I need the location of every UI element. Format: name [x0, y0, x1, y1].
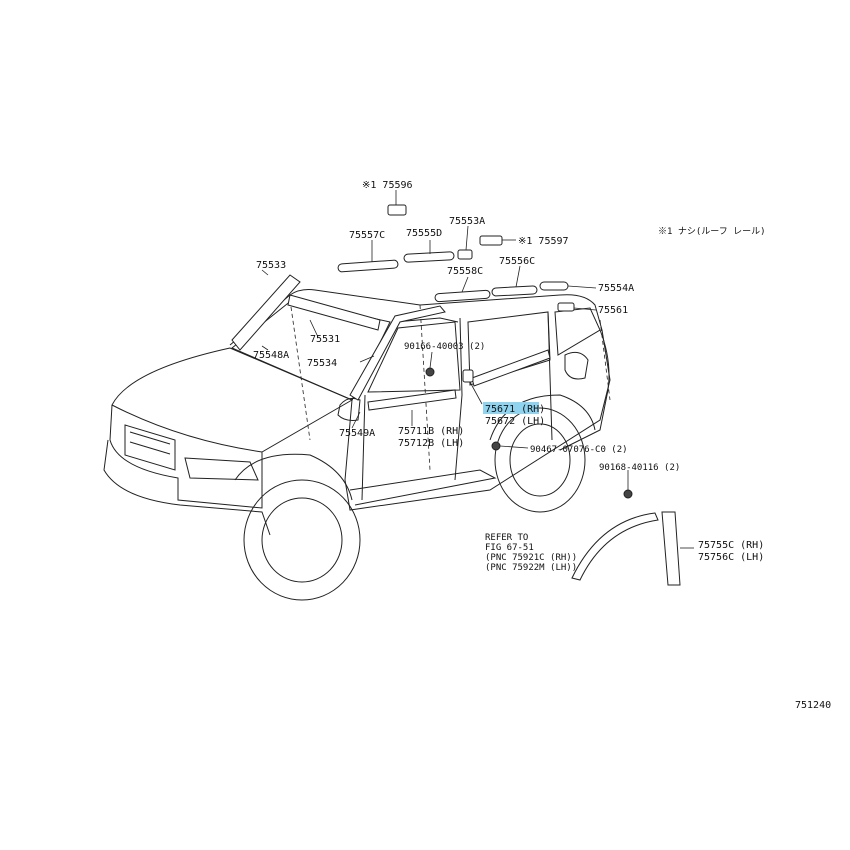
leader-lines: [261, 190, 694, 549]
label-75557C: 75557C: [349, 230, 385, 241]
front-wheel: [243, 479, 361, 601]
rear-wheel: [494, 407, 586, 513]
door-moldings: [367, 349, 633, 499]
label-75597: ※1 75597: [518, 236, 569, 247]
side-body: [344, 329, 611, 511]
refer-line-1: REFER TO: [485, 533, 528, 543]
label-75549A: 75549A: [339, 428, 375, 439]
refer-line-3: (PNC 75921C (RH)): [485, 553, 577, 563]
figure-id: 751240: [795, 700, 831, 711]
fender-liner-parts: [571, 511, 681, 586]
highlight-75671: [483, 402, 539, 414]
label-75712B: 75712B (LH): [398, 438, 464, 449]
windshield-moldings: [231, 274, 446, 401]
label-75672: 75672 (LH): [485, 416, 545, 427]
quarter-window: [554, 307, 601, 356]
label-75548A: 75548A: [253, 350, 289, 361]
label-75555D: 75555D: [406, 228, 442, 239]
label-75553A: 75553A: [449, 216, 485, 227]
side-mirror: [337, 397, 361, 421]
label-75711B: 75711B (RH): [398, 426, 464, 437]
hood: [111, 347, 354, 453]
label-75554A: 75554A: [598, 283, 634, 294]
part-labels: ※1 75596 75553A ※1 75597 ※1 ナシ(ルーフ レール) …: [253, 180, 831, 711]
front-door-window: [367, 321, 461, 393]
label-75533: 75533: [256, 260, 286, 271]
label-75596: ※1 75596: [362, 180, 413, 191]
front-bumper: [103, 439, 271, 536]
label-90168: 90168-40116 (2): [599, 463, 680, 473]
label-75558C: 75558C: [447, 266, 483, 277]
label-75556C: 75556C: [499, 256, 535, 267]
label-75534: 75534: [307, 358, 337, 369]
label-90166-40003: 90166-40003 (2): [404, 342, 485, 352]
label-75755C: 75755C (RH): [698, 540, 764, 551]
refer-line-4: (PNC 75922M (LH)): [485, 563, 577, 573]
label-75561: 75561: [598, 305, 628, 316]
label-75671: 75671 (RH): [485, 404, 545, 415]
front-grille: [109, 404, 263, 509]
label-90467: 90467-07076-C0 (2): [530, 445, 628, 455]
label-75756C: 75756C (LH): [698, 552, 764, 563]
headlight: [184, 457, 259, 481]
refer-line-2: FIG 67-51: [485, 543, 534, 553]
vehicle-illustration: [103, 289, 611, 601]
legend-note: ※1 ナシ(ルーフ レール): [658, 226, 766, 237]
label-75531: 75531: [310, 334, 340, 345]
roof-drip-moldings: [337, 204, 575, 312]
